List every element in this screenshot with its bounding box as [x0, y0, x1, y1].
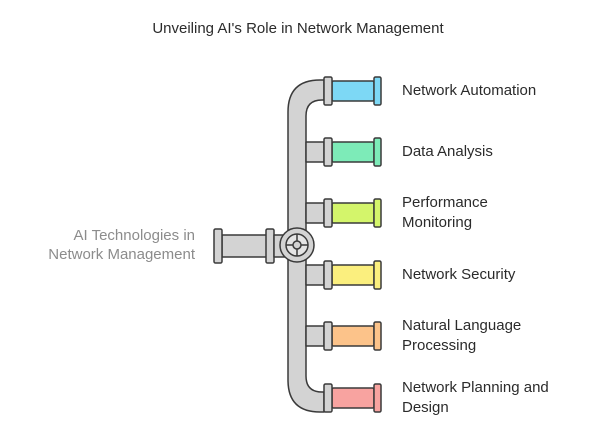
source-label: AI Technologies in Network Management: [10, 226, 195, 264]
outlet-body: [331, 202, 375, 224]
outlet-pipe-5: [323, 321, 382, 351]
item-label-line-2: Processing: [402, 337, 477, 354]
item-label-2: Data Analysis: [402, 142, 592, 162]
outlet-flange-left: [323, 76, 333, 106]
valve-icon: [279, 227, 315, 263]
outlet-body: [331, 141, 375, 163]
item-label-line-1: Network Automation: [402, 82, 537, 99]
inlet-flange-left: [213, 228, 223, 264]
item-label-line-1: Network Security: [402, 266, 516, 283]
outlet-flange-left: [323, 137, 333, 167]
outlet-flange-right: [373, 321, 382, 351]
item-label-line-1: Data Analysis: [402, 143, 493, 160]
item-label-line-2: Design: [402, 399, 449, 416]
item-label-line-1: Performance: [402, 194, 488, 211]
item-label-line-2: Monitoring: [402, 214, 473, 231]
outlet-flange-right: [373, 137, 382, 167]
inlet-pipe: [221, 234, 269, 258]
item-label-4: Network Security: [402, 265, 592, 285]
outlet-flange-right: [373, 260, 382, 290]
outlet-flange-left: [323, 321, 333, 351]
outlet-body: [331, 325, 375, 347]
diagram-title: Unveiling AI's Role in Network Managemen…: [152, 20, 444, 37]
outlet-pipe-4: [323, 260, 382, 290]
outlet-body: [331, 264, 375, 286]
outlet-flange-left: [323, 383, 333, 413]
item-label-line-1: Natural Language: [402, 317, 522, 334]
branch-pipe-3: [305, 202, 325, 224]
branch-pipe-5: [305, 325, 325, 347]
outlet-flange-right: [373, 383, 382, 413]
outlet-flange-left: [323, 260, 333, 290]
branch-pipe-4: [305, 264, 325, 286]
source-label-line-2: Network Management: [48, 246, 195, 263]
branch-pipe-2: [305, 141, 325, 163]
outlet-pipe-6: [323, 383, 382, 413]
outlet-flange-left: [323, 198, 333, 228]
outlet-body: [331, 387, 375, 409]
source-label-line-1: AI Technologies in: [73, 227, 195, 244]
outlet-pipe-3: [323, 198, 382, 228]
inlet-flange-right: [265, 228, 275, 264]
item-label-1: Network Automation: [402, 81, 592, 101]
item-label-line-1: Network Planning and: [402, 379, 549, 396]
outlet-pipe-2: [323, 137, 382, 167]
outlet-body: [331, 80, 375, 102]
outlet-flange-right: [373, 76, 382, 106]
outlet-flange-right: [373, 198, 382, 228]
outlet-pipe-1: [323, 76, 382, 106]
